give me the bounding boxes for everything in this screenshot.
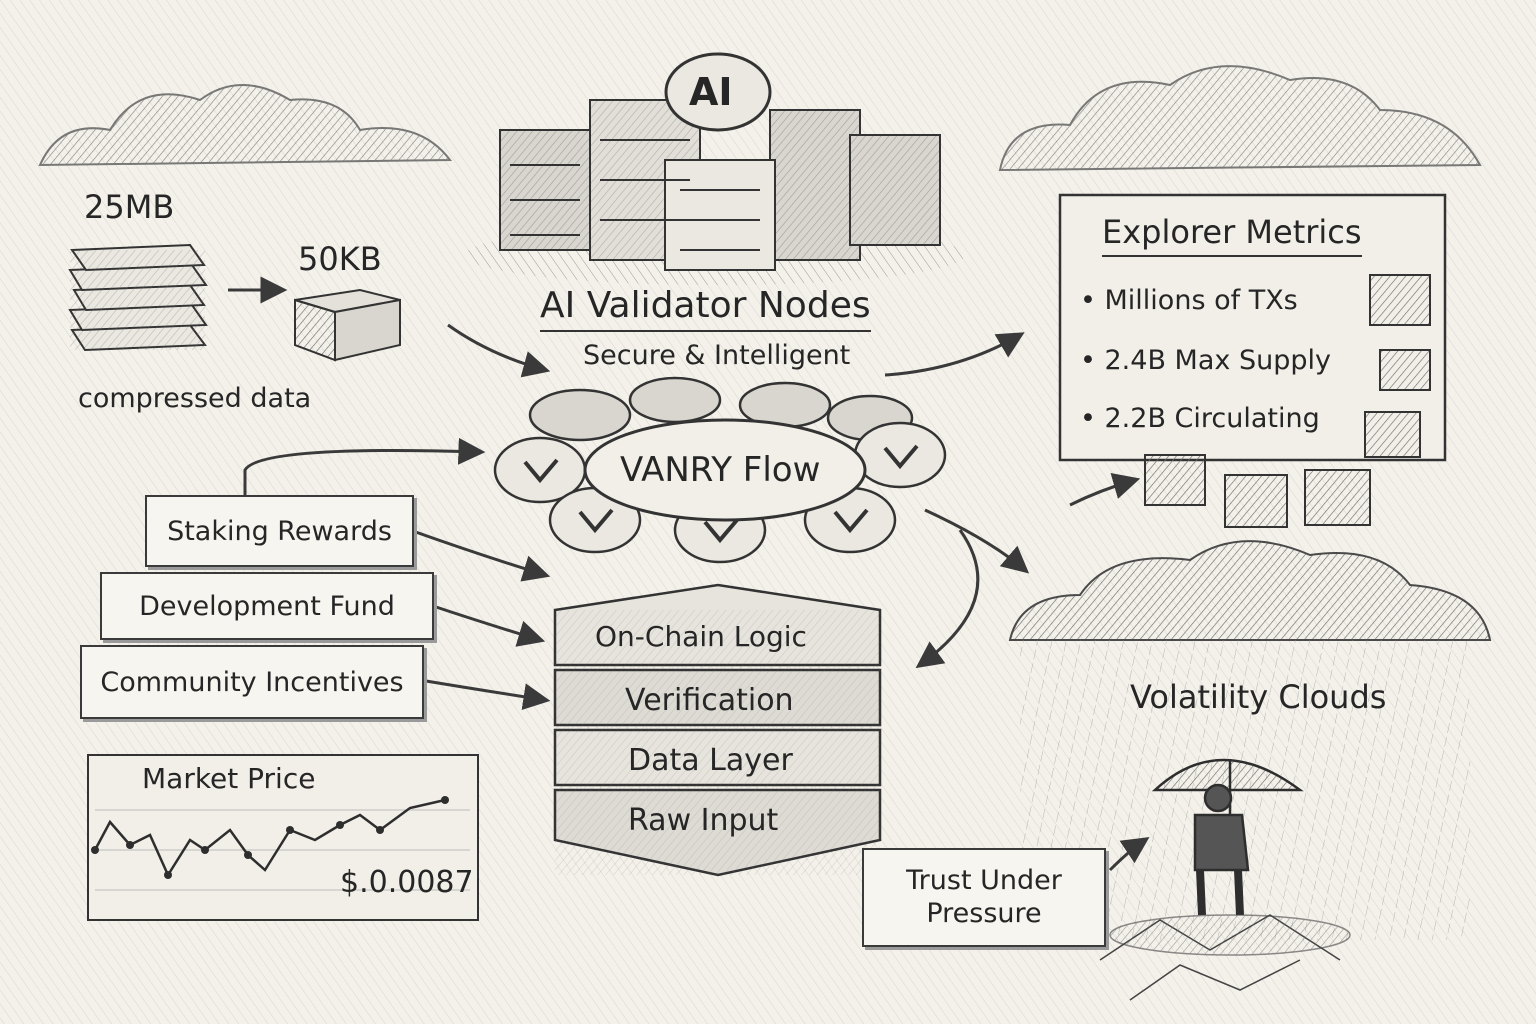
layer-on-chain-logic: On-Chain Logic — [595, 620, 807, 653]
market-price-title: Market Price — [142, 762, 315, 795]
explorer-item-max-supply: • 2.4B Max Supply — [1080, 345, 1331, 376]
coin-icon — [855, 423, 945, 487]
development-fund-box: Development Fund — [100, 572, 434, 640]
price-point — [164, 871, 172, 879]
price-point — [126, 841, 134, 849]
staking-rewards-box: Staking Rewards — [145, 495, 414, 567]
paper-stack-icon — [70, 245, 206, 350]
compression-caption: compressed data — [78, 383, 311, 414]
development-fund-label: Development Fund — [139, 591, 395, 622]
original-size-label: 25MB — [84, 188, 174, 226]
price-point — [336, 821, 344, 829]
compressed-size-label: 50KB — [298, 240, 382, 278]
compressed-box-icon — [295, 290, 400, 360]
price-point — [376, 826, 384, 834]
ai-badge-label: AI — [689, 70, 733, 114]
price-point — [201, 846, 209, 854]
volatility-clouds-label: Volatility Clouds — [1130, 678, 1386, 716]
trust-label-line1: Trust Under — [906, 865, 1062, 897]
price-point — [441, 796, 449, 804]
explorer-item-transactions: • Millions of TXs — [1080, 285, 1298, 316]
vanry-flow-label: VANRY Flow — [620, 450, 820, 490]
market-price-value: $.0.0087 — [340, 865, 474, 900]
layer-data-layer: Data Layer — [628, 743, 793, 778]
explorer-title: Explorer Metrics — [1102, 213, 1362, 257]
community-incentives-label: Community Incentives — [100, 667, 403, 698]
trust-under-pressure-box: Trust Under Pressure — [862, 848, 1106, 947]
price-point — [286, 826, 294, 834]
layer-verification: Verification — [625, 683, 794, 718]
price-point — [244, 851, 252, 859]
trust-label-line2: Pressure — [926, 898, 1041, 930]
staking-rewards-label: Staking Rewards — [167, 516, 392, 547]
layer-raw-input: Raw Input — [628, 803, 778, 838]
validators-title: AI Validator Nodes — [540, 285, 871, 332]
validators-subtitle: Secure & Intelligent — [583, 340, 850, 371]
community-incentives-box: Community Incentives — [80, 645, 424, 719]
price-point — [91, 846, 99, 854]
explorer-item-circulating: • 2.2B Circulating — [1080, 403, 1320, 434]
